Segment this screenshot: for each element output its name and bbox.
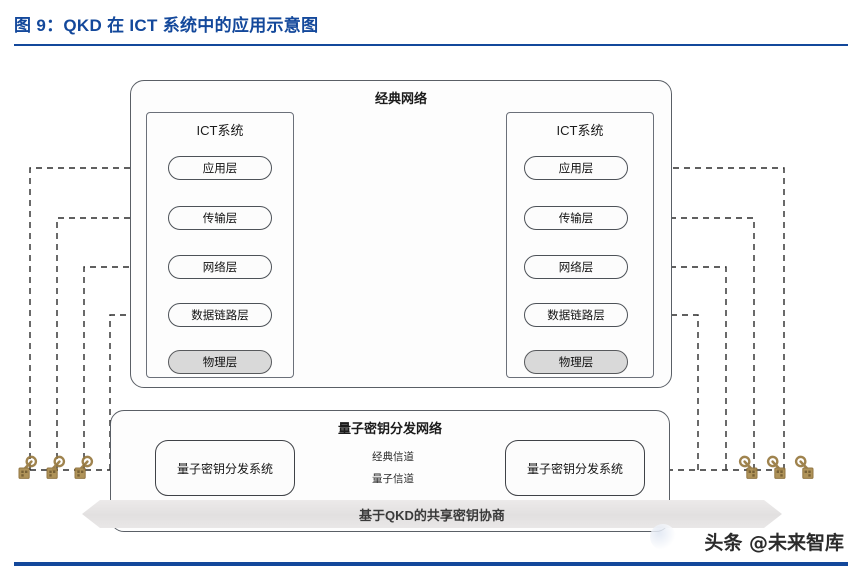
layer-label: 网络层 bbox=[558, 262, 594, 274]
layer-label: 传输层 bbox=[202, 213, 238, 225]
classical-network-title: 经典网络 bbox=[374, 91, 427, 106]
layer-label: 物理层 bbox=[558, 357, 594, 369]
key-icon bbox=[45, 455, 66, 480]
key-icon bbox=[794, 455, 815, 480]
layer-label: 物理层 bbox=[202, 357, 238, 369]
ict-system-right-title: ICT系统 bbox=[556, 123, 604, 138]
layer-label: 网络层 bbox=[202, 262, 238, 274]
qkd-node-left-label: 量子密钥分发系统 bbox=[176, 461, 273, 476]
layer-label: 应用层 bbox=[202, 163, 238, 175]
shared-key-banner-label: 基于QKD的共享密钥协商 bbox=[359, 507, 505, 523]
layer-pill-right-3[interactable]: 数据链路层 bbox=[524, 303, 628, 327]
layer-pill-right-2[interactable]: 网络层 bbox=[524, 255, 628, 279]
layer-pill-left-3[interactable]: 数据链路层 bbox=[168, 303, 272, 327]
qkd-node-right[interactable]: 量子密钥分发系统 bbox=[505, 440, 645, 496]
key-icon bbox=[17, 455, 38, 480]
layer-pill-left-0[interactable]: 应用层 bbox=[168, 156, 272, 180]
watermark-swoosh bbox=[650, 524, 676, 550]
layer-pill-right-4[interactable]: 物理层 bbox=[524, 350, 628, 374]
title-divider bbox=[14, 44, 848, 46]
layer-label: 数据链路层 bbox=[547, 310, 605, 322]
layer-label: 应用层 bbox=[558, 163, 594, 175]
layer-pill-left-2[interactable]: 网络层 bbox=[168, 255, 272, 279]
layer-pill-left-4[interactable]: 物理层 bbox=[168, 350, 272, 374]
key-icon bbox=[738, 455, 759, 480]
layer-pill-right-0[interactable]: 应用层 bbox=[524, 156, 628, 180]
layer-label: 数据链路层 bbox=[191, 310, 249, 322]
shared-key-banner bbox=[82, 500, 782, 528]
quantum-channel-label: 量子信道 bbox=[369, 471, 417, 486]
watermark: 头条 @未来智库 bbox=[704, 532, 844, 554]
ict-system-left-title: ICT系统 bbox=[196, 123, 244, 138]
layer-pill-left-1[interactable]: 传输层 bbox=[168, 206, 272, 230]
layer-pill-right-1[interactable]: 传输层 bbox=[524, 206, 628, 230]
bottom-divider bbox=[14, 562, 848, 566]
qkd-node-right-label: 量子密钥分发系统 bbox=[526, 461, 623, 476]
classical-channel-label: 经典信道 bbox=[369, 449, 417, 464]
qkd-node-left[interactable]: 量子密钥分发系统 bbox=[155, 440, 295, 496]
qkd-network-title: 量子密钥分发网络 bbox=[337, 421, 442, 436]
key-icon bbox=[766, 455, 787, 480]
layer-label: 传输层 bbox=[558, 213, 594, 225]
page-title: 图 9：QKD 在 ICT 系统中的应用示意图 bbox=[14, 16, 319, 35]
key-icon bbox=[73, 455, 94, 480]
